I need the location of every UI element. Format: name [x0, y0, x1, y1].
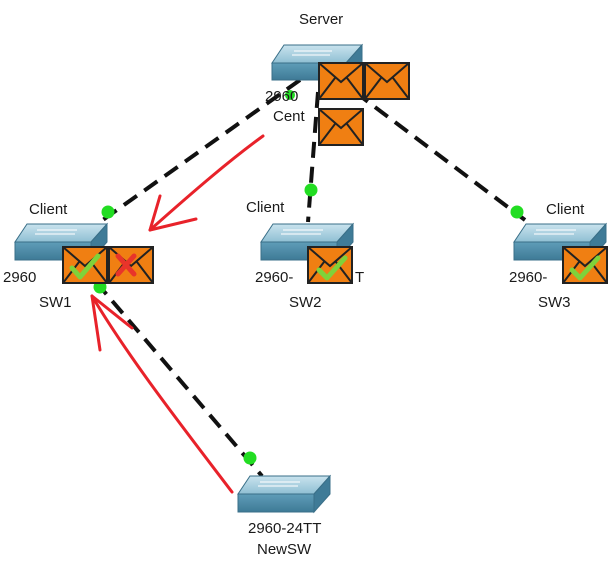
sw2-role-label: Client: [245, 199, 286, 216]
switch-icon: [513, 222, 608, 262]
sw1-role-label: Client: [28, 201, 69, 218]
link-dot-newsw-up: [243, 451, 257, 465]
sw2-model-label: 2960-: [255, 269, 294, 286]
sw3-model-label: 2960-: [509, 269, 548, 286]
envelope-icon[interactable]: [318, 108, 364, 146]
check-mark-icon: [69, 253, 101, 280]
envelope-rejected[interactable]: [108, 246, 154, 284]
link-center-sw2[interactable]: [306, 91, 320, 223]
link-dot-center-left: [285, 90, 295, 100]
link-center-sw3[interactable]: [353, 90, 527, 222]
center-role-label: Server: [298, 11, 345, 28]
newsw-model-label: 2960-24TT: [248, 520, 322, 537]
cross-mark-icon: [115, 253, 137, 277]
arrow-center-to-sw1: [148, 134, 265, 232]
center-name-label: Cent: [273, 108, 305, 125]
switch-newsw[interactable]: [237, 474, 332, 514]
sw1-name-label: SW1: [39, 294, 72, 311]
check-mark-icon: [316, 255, 348, 281]
link-dot-sw3-up: [510, 205, 524, 219]
center-model-label: 2960: [265, 88, 299, 105]
newsw-name-label: NewSW: [257, 541, 312, 558]
envelope-accepted[interactable]: [62, 246, 108, 284]
sw3-name-label: SW3: [538, 294, 571, 311]
envelope-accepted[interactable]: [562, 246, 608, 284]
link-dot-sw2-up: [304, 183, 318, 197]
envelope-icon[interactable]: [364, 62, 410, 100]
sw2-model-tail-label: T: [355, 269, 365, 286]
arrow-newsw-to-sw1: [90, 294, 234, 494]
link-sw1-newsw[interactable]: [94, 280, 264, 478]
sw1-model-label: 2960: [3, 269, 37, 286]
envelope-accepted[interactable]: [307, 246, 353, 284]
sw3-role-label: Client: [545, 201, 586, 218]
links: [94, 78, 527, 478]
switch-icon: [237, 474, 332, 514]
sw2-name-label: SW2: [289, 294, 322, 311]
arrow-center-to-sw1-head: [148, 194, 198, 232]
envelope-icon[interactable]: [318, 62, 364, 100]
switch-sw3[interactable]: [513, 222, 608, 262]
annotation-arrows: [90, 134, 265, 494]
check-mark-icon: [569, 255, 601, 281]
link-center-sw1[interactable]: [98, 78, 302, 224]
link-dot-sw1-up: [101, 205, 115, 219]
arrow-newsw-to-sw1-head: [90, 294, 134, 352]
